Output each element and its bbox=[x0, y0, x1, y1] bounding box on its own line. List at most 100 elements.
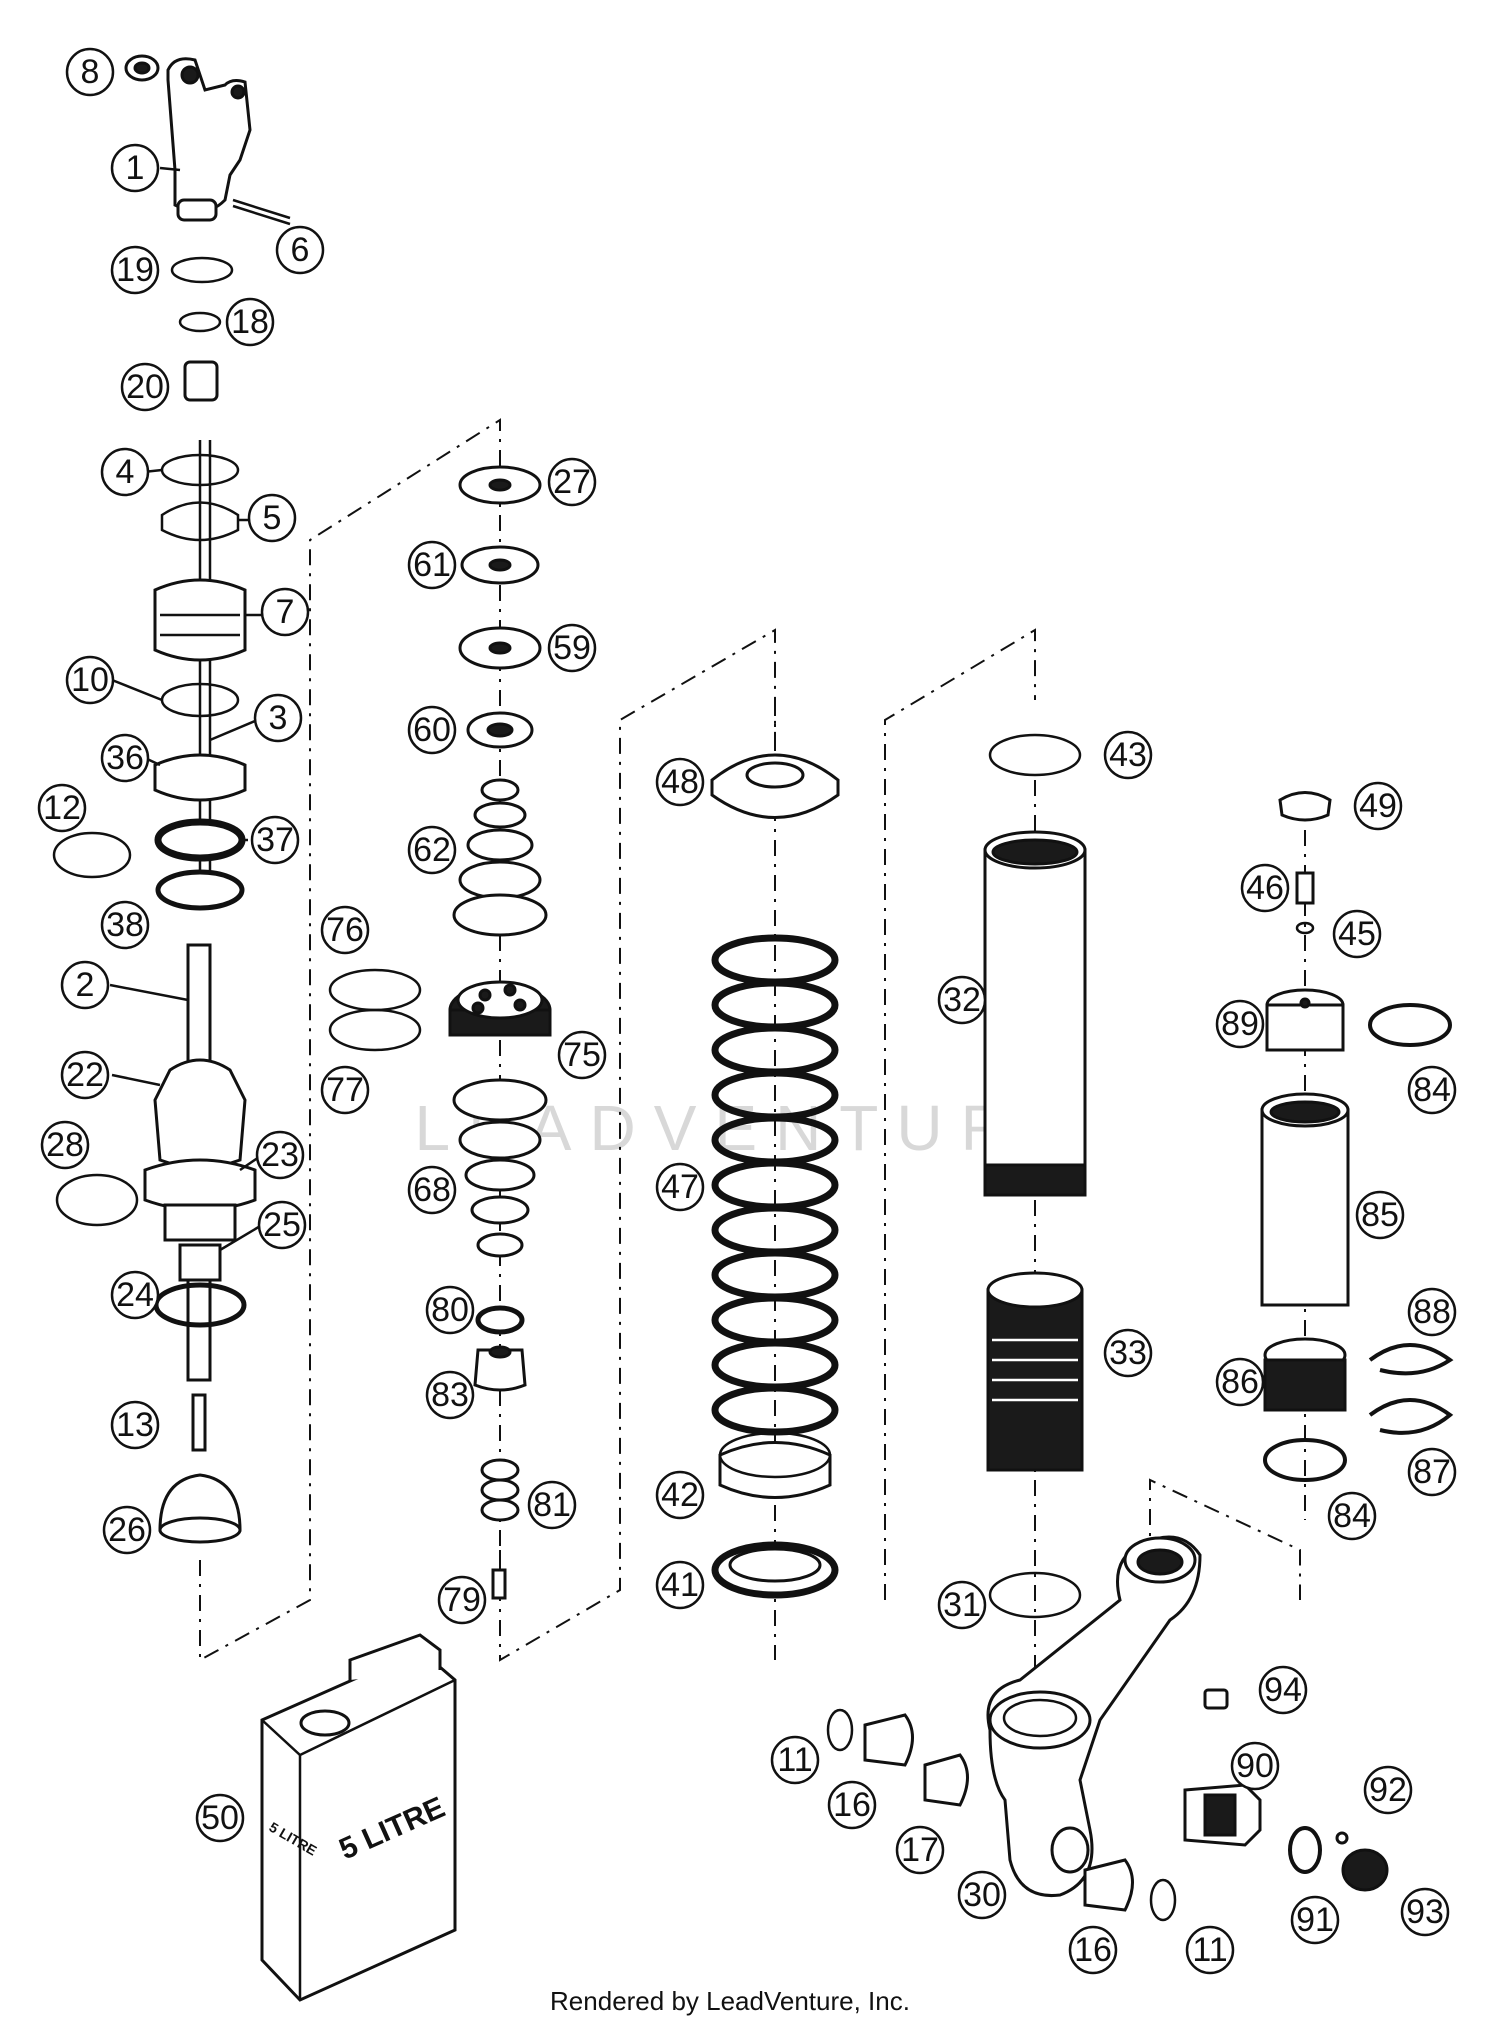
callout-circle bbox=[655, 1470, 705, 1520]
callout-93: 93 bbox=[1400, 1887, 1450, 1937]
callout-circle bbox=[895, 1825, 945, 1875]
callout-number: 22 bbox=[66, 1056, 104, 1094]
callout-62: 62 bbox=[407, 825, 457, 875]
callout-circle bbox=[110, 143, 160, 193]
callout-circle bbox=[407, 1165, 457, 1215]
part-94-plug bbox=[1203, 1688, 1229, 1710]
callout-number: 16 bbox=[833, 1786, 871, 1824]
callout-number: 42 bbox=[661, 1476, 699, 1514]
lower-body-assembly bbox=[826, 1535, 1389, 1922]
callout-87: 87 bbox=[1407, 1447, 1457, 1497]
callout-76: 76 bbox=[320, 905, 370, 955]
callout-circle bbox=[60, 960, 110, 1010]
callout-number: 27 bbox=[553, 463, 591, 501]
callout-45: 45 bbox=[1332, 909, 1382, 959]
callout-circle bbox=[407, 705, 457, 755]
part-32-shock-body bbox=[983, 848, 1087, 1197]
callout-46: 46 bbox=[1240, 863, 1290, 913]
callout-circle bbox=[655, 1162, 705, 1212]
callout-circle bbox=[557, 1030, 607, 1080]
callout-number: 13 bbox=[116, 1406, 154, 1444]
callout-number: 18 bbox=[231, 303, 269, 341]
callout-number: 84 bbox=[1413, 1071, 1451, 1109]
callout-circle bbox=[100, 733, 150, 783]
part-62-shim-stack bbox=[480, 778, 520, 802]
callout-3: 3 bbox=[253, 693, 303, 743]
part-84-ring-bottom bbox=[1263, 1438, 1347, 1482]
callout-60: 60 bbox=[407, 705, 457, 755]
callout-number: 49 bbox=[1359, 787, 1397, 825]
callout-number: 61 bbox=[413, 546, 451, 584]
callout-41: 41 bbox=[655, 1560, 705, 1610]
reservoir-column bbox=[1260, 791, 1454, 1482]
callout-circle bbox=[260, 587, 310, 637]
part-11-ring-right bbox=[1149, 1878, 1177, 1922]
part-49-cap bbox=[1278, 791, 1332, 822]
callout-94: 94 bbox=[1258, 1665, 1308, 1715]
part-77-ring bbox=[328, 1008, 422, 1052]
callout-75: 75 bbox=[557, 1030, 607, 1080]
callout-circle bbox=[1353, 781, 1403, 831]
callout-28: 28 bbox=[40, 1120, 90, 1170]
callout-circle bbox=[547, 457, 597, 507]
callout-number: 93 bbox=[1406, 1893, 1444, 1931]
callout-17: 17 bbox=[895, 1825, 945, 1875]
callout-7: 7 bbox=[260, 587, 310, 637]
callout-number: 24 bbox=[116, 1276, 154, 1314]
callout-circle bbox=[1068, 1925, 1118, 1975]
callout-circle bbox=[110, 1270, 160, 1320]
part-45-oring bbox=[1295, 921, 1315, 935]
part-84-ring-top bbox=[1368, 1003, 1452, 1047]
callout-number: 12 bbox=[43, 789, 81, 827]
callout-circle bbox=[1185, 1925, 1235, 1975]
callout-circle bbox=[225, 297, 275, 347]
callout-number: 17 bbox=[901, 1831, 939, 1869]
callout-circle bbox=[527, 1480, 577, 1530]
callout-37: 37 bbox=[250, 815, 300, 865]
callout-number: 33 bbox=[1109, 1334, 1147, 1372]
callout-circle bbox=[255, 1130, 305, 1180]
callout-circle bbox=[425, 1285, 475, 1335]
callout-11: 11 bbox=[1185, 1925, 1235, 1975]
callout-85: 85 bbox=[1355, 1190, 1405, 1240]
callout-circle bbox=[275, 225, 325, 275]
callout-43: 43 bbox=[1103, 730, 1153, 780]
callout-59: 59 bbox=[547, 623, 597, 673]
part-24-piston bbox=[178, 1243, 222, 1282]
callout-number: 8 bbox=[81, 53, 100, 91]
callout-number: 6 bbox=[291, 231, 310, 269]
part-42-preload-nut bbox=[718, 1441, 832, 1499]
part-92-ball bbox=[1335, 1831, 1349, 1845]
part-93-knob bbox=[1341, 1848, 1389, 1892]
callout-circle bbox=[100, 900, 150, 950]
part-38-ring bbox=[155, 869, 245, 911]
callout-number: 41 bbox=[661, 1566, 699, 1604]
callout-circle bbox=[957, 1870, 1007, 1920]
callout-26: 26 bbox=[102, 1505, 152, 1555]
callout-number: 11 bbox=[1192, 1931, 1227, 1969]
callout-19: 19 bbox=[110, 245, 160, 295]
callout-number: 26 bbox=[108, 1511, 146, 1549]
callout-42: 42 bbox=[655, 1470, 705, 1520]
part-20-bush bbox=[183, 360, 219, 402]
callout-13: 13 bbox=[110, 1400, 160, 1450]
part-17-bearing bbox=[923, 1753, 969, 1807]
callout-number: 45 bbox=[1338, 915, 1376, 953]
part-23-seal-head bbox=[143, 1158, 257, 1212]
callout-circle bbox=[437, 1575, 487, 1625]
callout-36: 36 bbox=[100, 733, 150, 783]
callout-number: 43 bbox=[1109, 736, 1147, 774]
callout-24: 24 bbox=[110, 1270, 160, 1320]
callout-number: 92 bbox=[1369, 1771, 1407, 1809]
callout-number: 11 bbox=[777, 1741, 812, 1779]
part-26-cap bbox=[158, 1473, 242, 1532]
callout-number: 2 bbox=[76, 966, 95, 1004]
callout-number: 37 bbox=[256, 821, 294, 859]
callout-1: 1 bbox=[110, 143, 160, 193]
callout-number: 23 bbox=[261, 1136, 299, 1174]
callout-circle bbox=[407, 540, 457, 590]
callout-91: 91 bbox=[1290, 1895, 1340, 1945]
callout-circle bbox=[655, 1560, 705, 1610]
